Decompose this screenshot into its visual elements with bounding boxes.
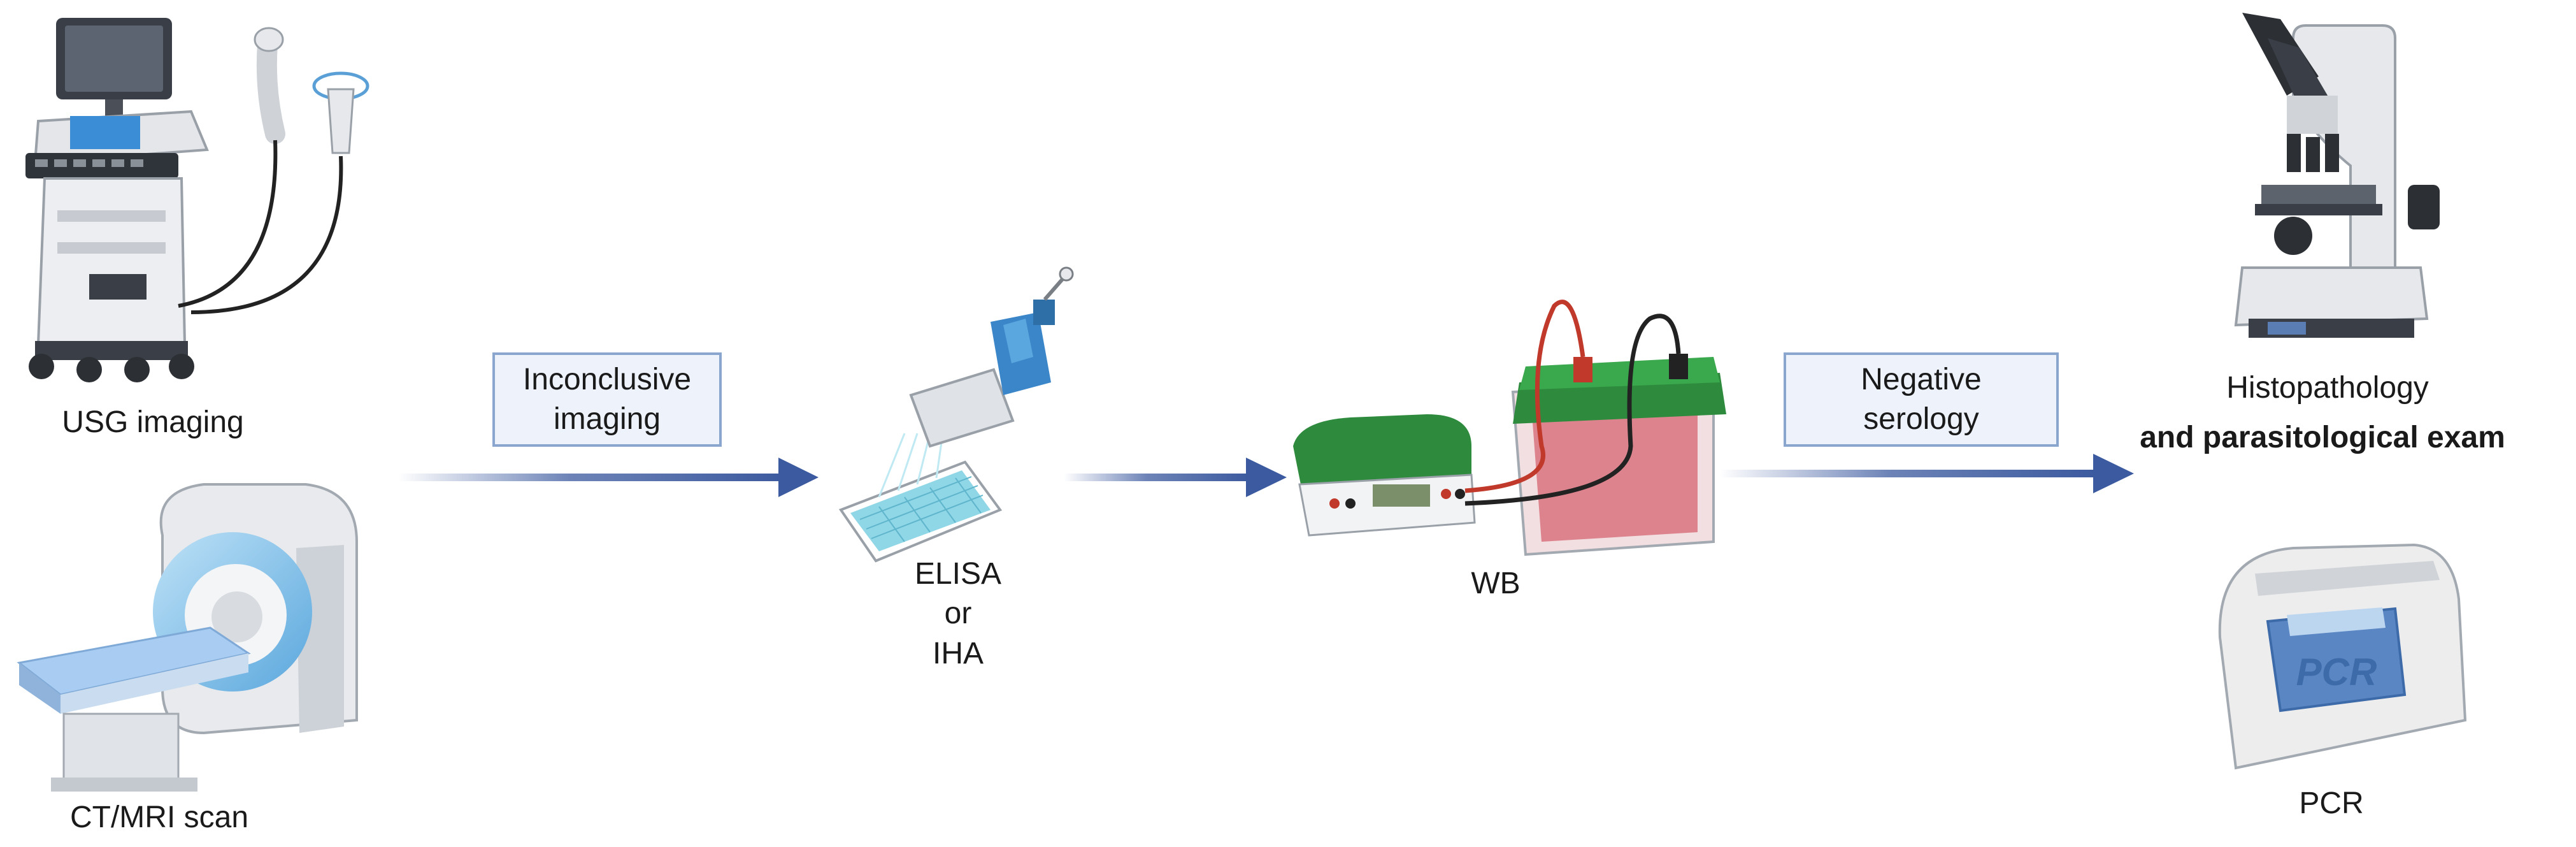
- pcr-machine-icon: PCR: [2218, 543, 2467, 770]
- condition-negative-serology: Negative serology: [1784, 352, 2059, 447]
- arrow-wb-to-histopathology: [1720, 454, 2134, 493]
- arrow-elisa-to-wb: [1064, 458, 1287, 497]
- ultrasound-machine-icon: [25, 18, 369, 382]
- label-histopathology: Histopathology: [2226, 371, 2429, 405]
- microscope-icon: [2234, 13, 2440, 338]
- mri-scanner-icon: [17, 483, 358, 792]
- label-elisa-or-iha: ELISA or IHA: [914, 557, 1002, 670]
- label-wb: WB: [1471, 567, 1521, 600]
- label-pcr: PCR: [2299, 786, 2364, 820]
- pcr-screen-label: PCR: [2296, 651, 2377, 693]
- label-ct-mri-scan: CT/MRI scan: [69, 800, 249, 834]
- electrophoresis-icon: [1293, 300, 1726, 556]
- arrow-imaging-to-serology: [398, 458, 819, 497]
- label-usg-imaging: USG imaging: [62, 405, 244, 439]
- label-parasitological-exam: and parasitological exam: [2140, 421, 2505, 454]
- pipette-microplate-icon: [838, 266, 1074, 563]
- condition-inconclusive-imaging: Inconclusive imaging: [492, 352, 722, 447]
